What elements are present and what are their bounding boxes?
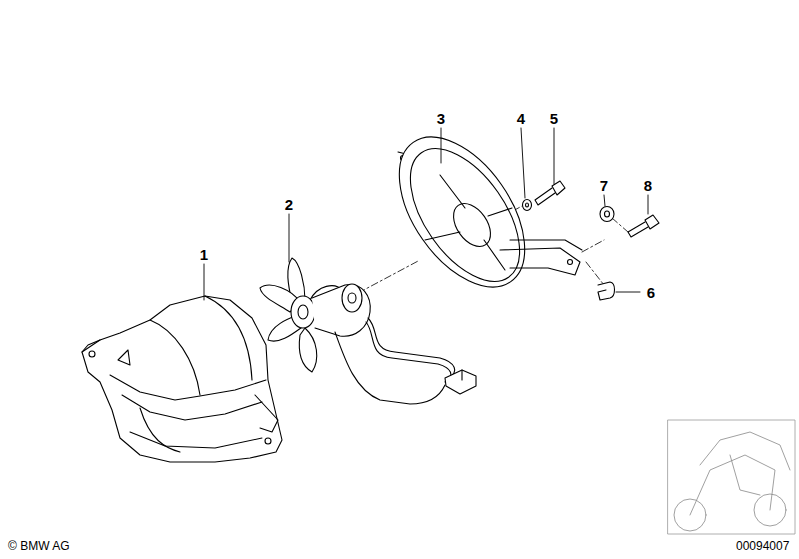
washer (523, 200, 532, 211)
leader-lines (204, 128, 648, 300)
callout-number: 3 (437, 111, 445, 126)
callout-number: 4 (517, 111, 525, 126)
bolt (645, 215, 659, 229)
callout-number: 7 (600, 178, 608, 193)
callout-number: 8 (644, 178, 652, 193)
callout-number: 2 (285, 197, 293, 212)
fan-shroud (374, 115, 582, 309)
callout-number: 6 (647, 285, 655, 300)
motorcycle-thumbnail (668, 420, 795, 534)
duct-housing (82, 296, 282, 462)
callout-number: 5 (550, 111, 558, 126)
copyright-note: © BMW AG (8, 540, 70, 552)
fan-motor (260, 258, 476, 404)
drawing-number: 00094007 (736, 540, 789, 552)
callout-number: 1 (200, 247, 208, 262)
washer (600, 207, 614, 222)
clip (598, 282, 615, 300)
